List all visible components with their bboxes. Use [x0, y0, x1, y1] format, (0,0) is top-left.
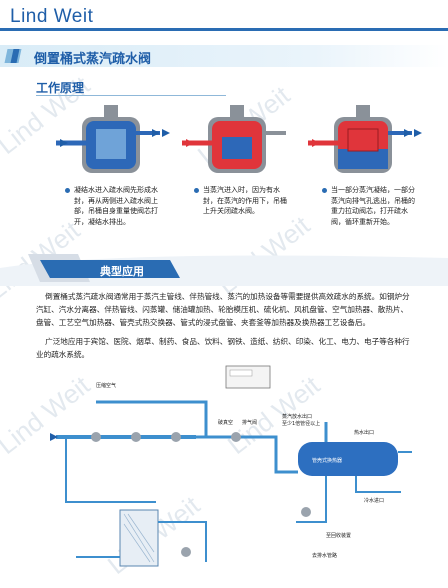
step-caption: 当一部分蒸汽凝结，一部分蒸汽向排气孔逃出，吊桶的重力拉动阀芯，打开疏水阀，循环重… [322, 185, 417, 227]
bullet-icon [322, 188, 327, 193]
label-vacuum-breaker: 破真空 [218, 419, 233, 426]
section-heading: 工作原理 [36, 81, 85, 95]
step-caption: 当蒸汽进入时，因为有水封，在蒸汽的作用下，吊桶上升关闭疏水阀。 [194, 185, 289, 217]
label-inlet-note2: 至少1倍管径以上 [282, 420, 320, 427]
principle-diagram-2 [182, 105, 286, 173]
step-caption: 凝结水进入疏水阀先形成水封，再从两侧进入疏水阀上部，吊桶自身重量使阀芯打开，凝结… [65, 185, 160, 227]
principle-diagram-3 [308, 105, 422, 173]
label-bypass: 去排水管路 [312, 552, 337, 559]
paragraph: 广泛地应用于宾馆、医院、烟草、制药、食品、饮料、钢铁、造纸、纺织、印染、化工、电… [36, 337, 410, 359]
label-inlet-note: 蒸汽放水出口 [282, 413, 312, 420]
step-text: 凝结水进入疏水阀先形成水封，再从两侧进入疏水阀上部，吊桶自身重量使阀芯打开，凝结… [74, 186, 158, 226]
applications-ribbon [0, 254, 448, 286]
label-return: 至回收装置 [326, 532, 351, 539]
header-rule [0, 28, 448, 31]
label-hot-out: 热水出口 [354, 429, 374, 436]
title-bar: 倒置桶式蒸汽疏水阀 [0, 45, 448, 67]
label-compressed-air: 压缩空气 [96, 382, 116, 389]
applications-heading: 典型应用 [100, 265, 144, 278]
principle-diagram-1 [56, 105, 170, 173]
bullet-icon [194, 188, 199, 193]
step-text: 当蒸汽进入时，因为有水封，在蒸汽的作用下，吊桶上升关闭疏水阀。 [203, 186, 287, 215]
heat-exchanger [298, 442, 398, 476]
paragraph: 倒置桶式蒸汽疏水阀通常用于蒸汽主管线、伴热管线、蒸汽的加热设备等需要提供高效疏水… [36, 292, 410, 327]
label-drain: 排气阀 [242, 419, 257, 426]
application-schematic: 压缩空气 破真空 排气阀 管壳式换热器 蒸汽放水出口 至少1倍管径以上 热水出口… [50, 365, 412, 567]
label-exchanger: 管壳式换热器 [312, 457, 342, 464]
bullet-icon [65, 188, 70, 193]
section-divider [36, 95, 226, 96]
label-cold-in: 冷水进口 [364, 497, 384, 504]
controller-box [225, 365, 271, 389]
page-title: 倒置桶式蒸汽疏水阀 [34, 52, 152, 67]
brand-logo: Lind Weit [10, 6, 94, 27]
step-text: 当一部分蒸汽凝结，一部分蒸汽向排气孔逃出，吊桶的重力拉动阀芯，打开疏水阀，循环重… [331, 186, 415, 226]
